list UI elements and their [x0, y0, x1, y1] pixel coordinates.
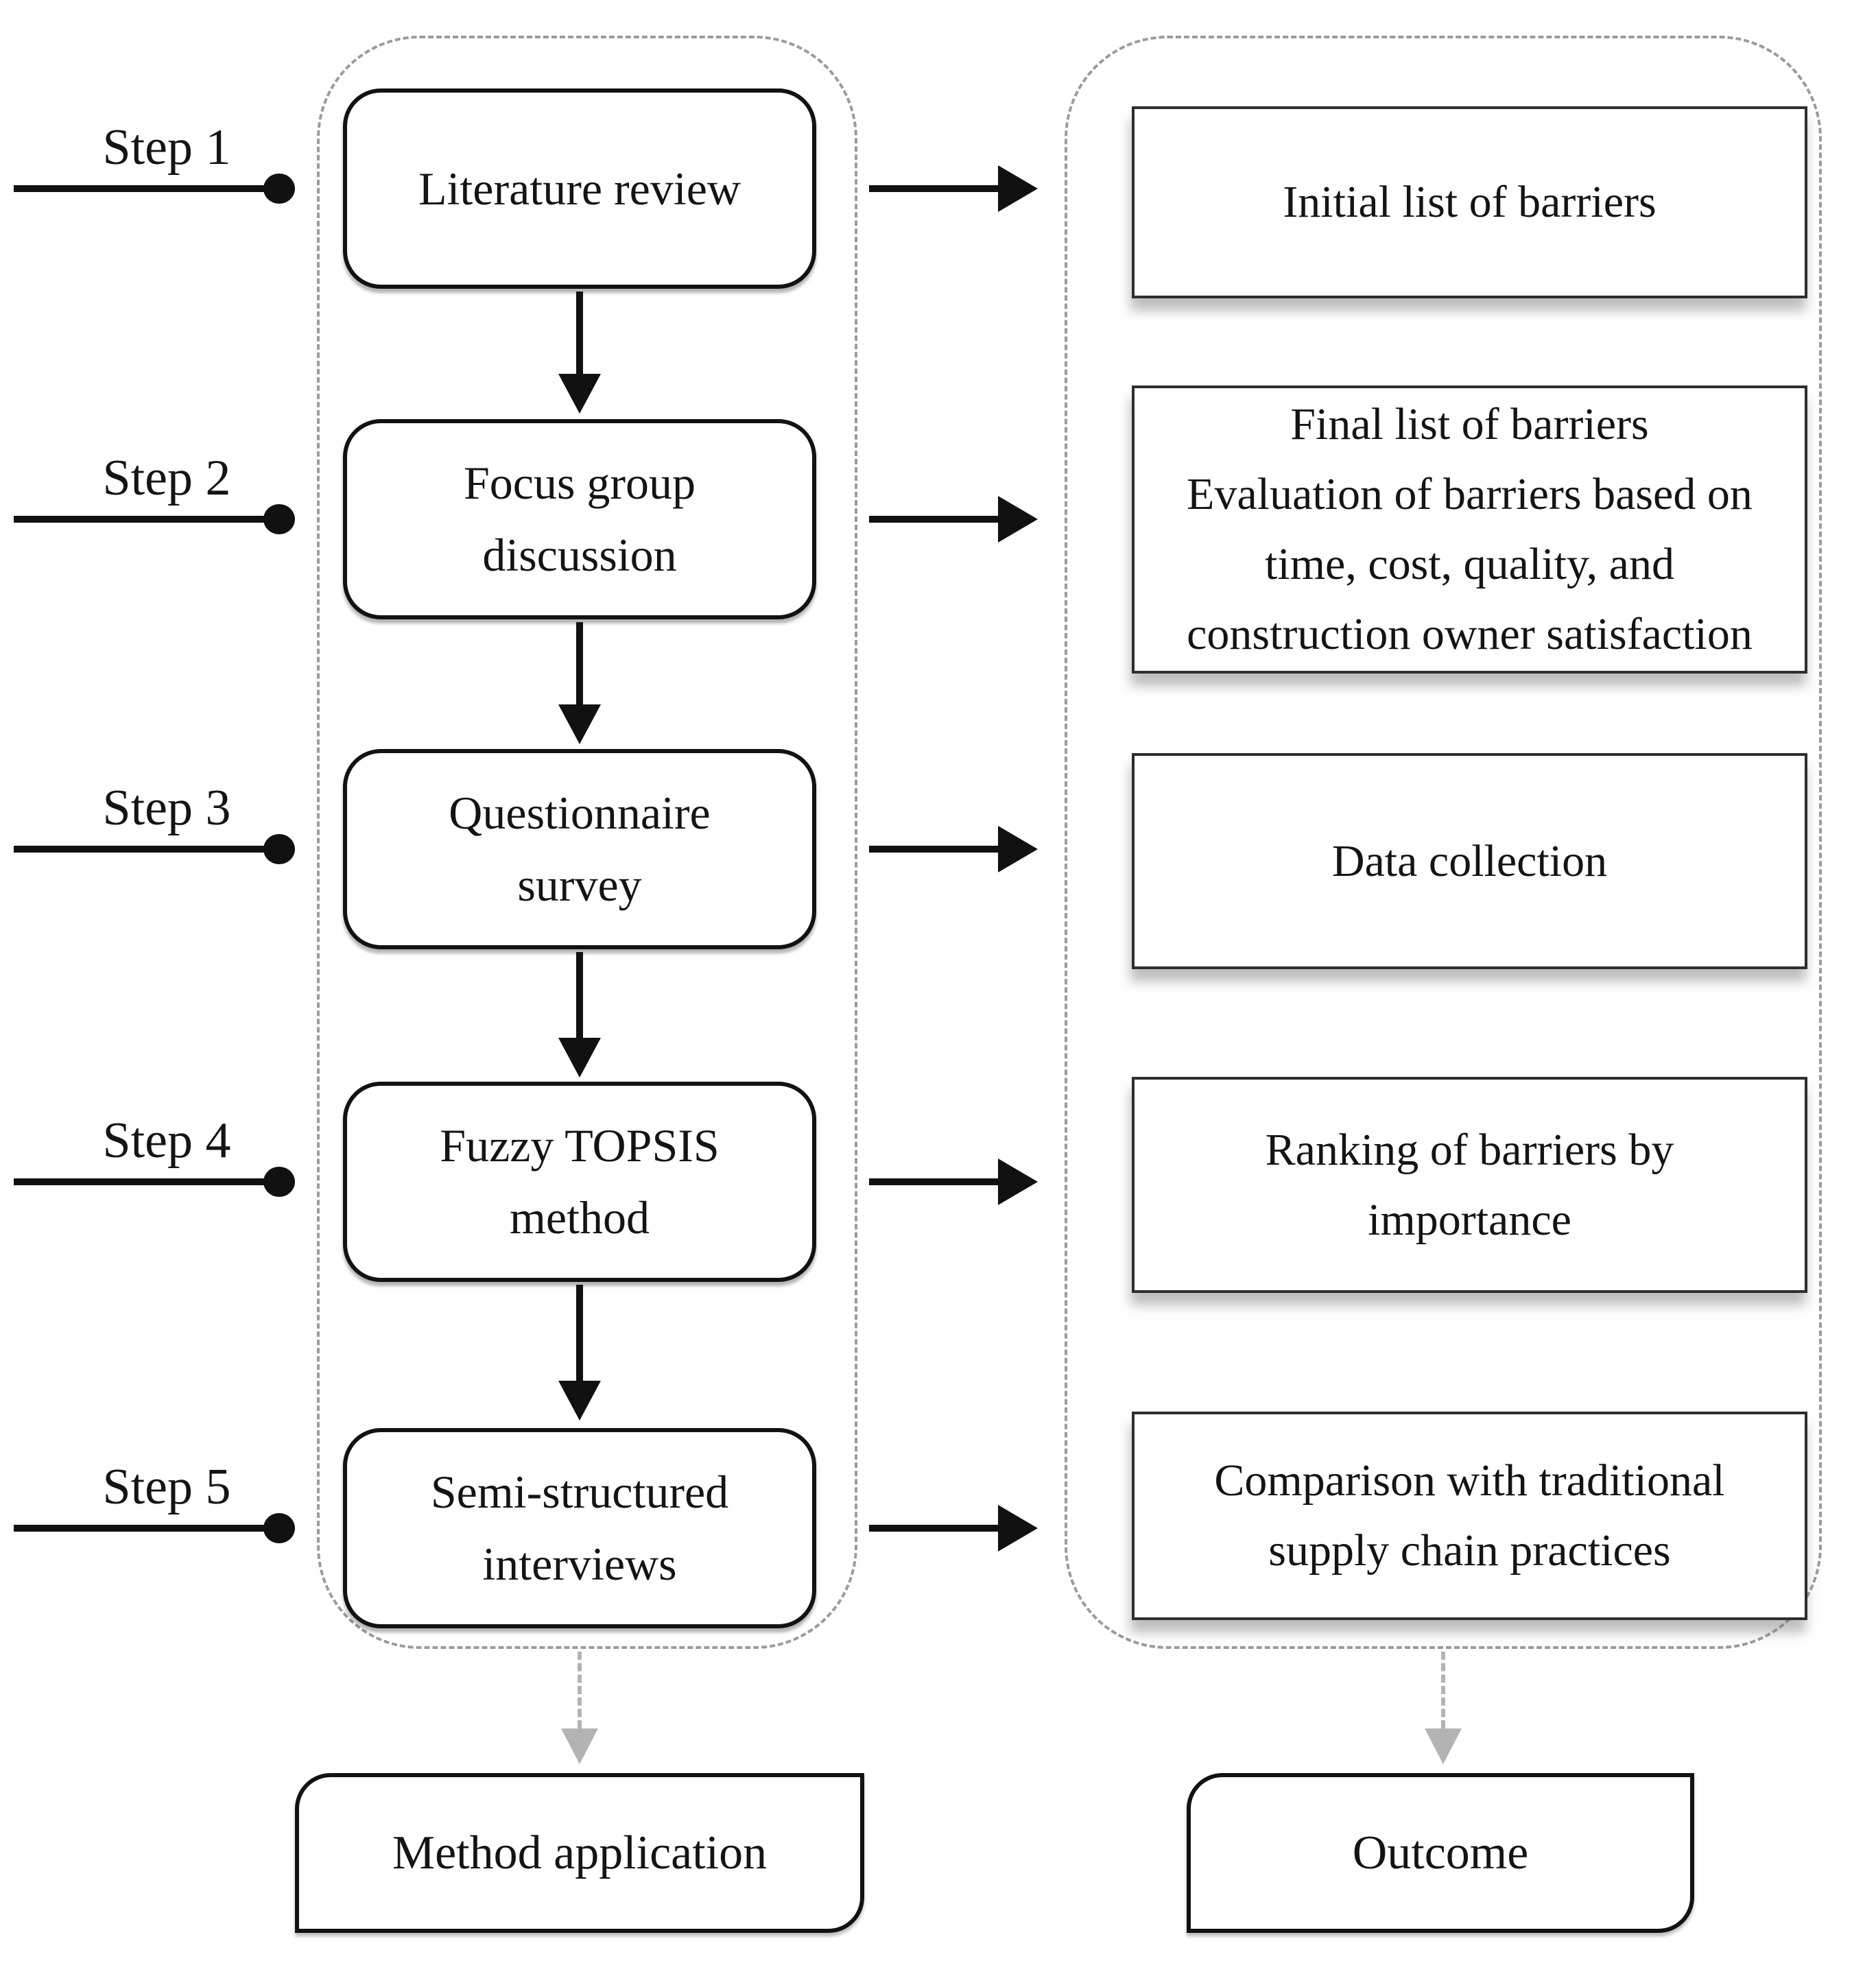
right-arrow-1	[869, 185, 998, 192]
step-2-label: Step 2	[102, 450, 231, 506]
outcome-box-label: importance	[1368, 1194, 1571, 1245]
method-box-label: method	[510, 1191, 650, 1244]
right-arrow-4-head-icon	[998, 1158, 1038, 1205]
step-5-label: Step 5	[102, 1459, 231, 1515]
step-3-dot-icon	[263, 834, 295, 864]
methods-column-container	[317, 36, 857, 1649]
down-arrow-4	[576, 1285, 583, 1381]
step-4-label: Step 4	[102, 1113, 231, 1169]
outcome-box-label: time, cost, quality, and	[1265, 539, 1674, 589]
method-box-questionnaire-survey: Questionnaire survey	[343, 749, 816, 949]
method-box-focus-group-discussion: Focus group discussion	[343, 419, 816, 619]
right-arrow-5	[869, 1525, 998, 1532]
method-box-label: interviews	[482, 1538, 677, 1590]
outcome-box-label: Ranking of barriers by	[1265, 1124, 1674, 1175]
outcome-box-label: supply chain practices	[1268, 1525, 1671, 1576]
outcome-box-label: construction owner satisfaction	[1187, 609, 1753, 659]
step-2-line	[14, 516, 276, 523]
outcome-box-label: Initial list of barriers	[1283, 177, 1657, 227]
method-box-label: Literature review	[418, 162, 741, 215]
outcome-box-ranking-of-barriers: Ranking of barriers by importance	[1132, 1077, 1807, 1293]
method-application-label: Method application	[392, 1826, 768, 1879]
dashed-arrow-methods	[578, 1652, 582, 1728]
dashed-arrow-outcomes	[1441, 1652, 1445, 1728]
down-arrow-1	[576, 292, 583, 374]
outcome-box-label: Final list of barriers	[1290, 399, 1649, 449]
right-arrow-3-head-icon	[998, 826, 1038, 872]
outcome-box-data-collection: Data collection	[1132, 753, 1807, 969]
step-1-label: Step 1	[102, 119, 231, 176]
step-4-line	[14, 1178, 276, 1185]
step-4-dot-icon	[263, 1167, 295, 1197]
right-arrow-5-head-icon	[998, 1505, 1038, 1552]
down-arrow-4-head-icon	[558, 1381, 601, 1421]
method-box-fuzzy-topsis-method: Fuzzy TOPSIS method	[343, 1082, 816, 1282]
outcome-box-label: Evaluation of barriers based on	[1187, 469, 1753, 519]
step-2-dot-icon	[263, 504, 295, 534]
right-arrow-3	[869, 846, 998, 853]
outcome-label: Outcome	[1352, 1826, 1529, 1879]
down-arrow-3	[576, 952, 583, 1038]
method-application-box: Method application	[295, 1773, 864, 1933]
outcome-box-label: Comparison with traditional	[1214, 1455, 1725, 1506]
step-1-line	[14, 185, 276, 192]
method-box-literature-review: Literature review	[343, 88, 816, 289]
method-box-label: Questionnaire	[449, 787, 711, 839]
outcomes-column-container	[1065, 36, 1822, 1649]
method-box-label: Fuzzy TOPSIS	[440, 1119, 720, 1172]
outcome-box-final-list-and-evaluation: Final list of barriers Evaluation of bar…	[1132, 385, 1807, 674]
down-arrow-1-head-icon	[558, 374, 601, 414]
step-3-label: Step 3	[102, 780, 231, 836]
dashed-arrow-outcomes-head-icon	[1425, 1728, 1462, 1764]
step-1-dot-icon	[263, 174, 295, 204]
right-arrow-2	[869, 516, 998, 523]
dashed-arrow-methods-head-icon	[561, 1728, 598, 1764]
method-box-label: Semi-structured	[430, 1466, 729, 1518]
down-arrow-3-head-icon	[558, 1038, 601, 1078]
method-box-semi-structured-interviews: Semi-structured interviews	[343, 1428, 816, 1628]
outcome-box: Outcome	[1187, 1773, 1694, 1933]
outcome-box-initial-list-of-barriers: Initial list of barriers	[1132, 106, 1807, 298]
down-arrow-2	[576, 622, 583, 704]
step-5-dot-icon	[263, 1513, 295, 1543]
down-arrow-2-head-icon	[558, 704, 601, 744]
method-box-label: Focus group	[463, 457, 696, 509]
right-arrow-2-head-icon	[998, 496, 1038, 543]
right-arrow-4	[869, 1178, 998, 1185]
outcome-box-comparison-traditional: Comparison with traditional supply chain…	[1132, 1412, 1807, 1620]
method-box-label: discussion	[482, 529, 677, 581]
step-5-line	[14, 1525, 276, 1532]
outcome-box-label: Data collection	[1331, 835, 1608, 886]
step-3-line	[14, 846, 276, 853]
method-box-label: survey	[517, 859, 642, 911]
right-arrow-1-head-icon	[998, 165, 1038, 212]
